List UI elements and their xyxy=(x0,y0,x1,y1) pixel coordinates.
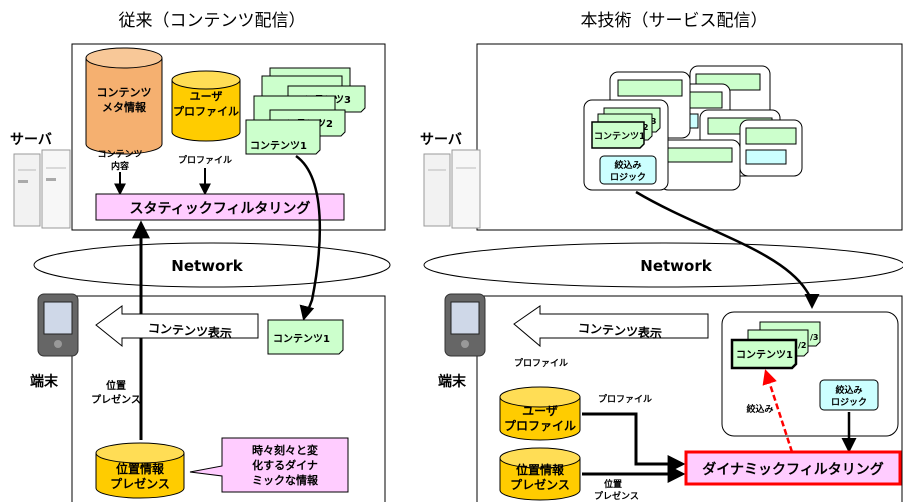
label-profile-top: プロファイル xyxy=(514,357,568,369)
arrow-server-to-terminal xyxy=(295,154,322,321)
svg-text:プロファイル: プロファイル xyxy=(504,418,576,433)
terminal-service-card: /3 /2 コンテンツ1 絞込み ロジック xyxy=(721,311,899,437)
svg-text:コンテンツ1: コンテンツ1 xyxy=(250,140,307,152)
terminal-icon xyxy=(37,293,79,357)
right-title: 本技術（サービス配信） xyxy=(581,11,768,31)
arrow-profile-to-filter xyxy=(582,412,686,473)
right-server-label: サーバ xyxy=(420,132,462,148)
contents-display-arrow: コンテンツ表示 xyxy=(513,305,709,348)
received-content-doc: コンテンツ1 xyxy=(267,319,344,355)
svg-text:プロファイル: プロファイル xyxy=(173,104,239,118)
svg-text:プレゼンス: プレゼンス xyxy=(510,477,570,492)
svg-text:コンテンツ: コンテンツ xyxy=(97,86,152,99)
svg-text:/2: /2 xyxy=(798,341,807,350)
user-profile-db: ユーザ プロファイル xyxy=(499,386,581,441)
location-presence-db: 位置情報 プレゼンス xyxy=(95,442,185,499)
narrow-label: 絞込み xyxy=(746,403,773,415)
svg-text:化するダイナ: 化するダイナ xyxy=(252,458,318,472)
svg-text:ロジック: ロジック xyxy=(831,397,867,408)
svg-text:メタ情報: メタ情報 xyxy=(102,100,147,114)
svg-text:ユーザ: ユーザ xyxy=(522,404,558,418)
left-network-ellipse xyxy=(33,242,391,288)
contents-doc-stack: コンテンツ3 コンテンツ2 コンテンツ1 xyxy=(245,67,366,155)
location-presence-db: 位置情報 プレゼンス xyxy=(499,447,581,501)
left-server-label: サーバ xyxy=(10,132,52,148)
svg-text:プレゼンス: プレゼンス xyxy=(110,476,170,491)
static-filtering-box xyxy=(95,193,345,221)
label-profile: プロファイル xyxy=(598,393,652,405)
contents-meta-db: コンテンツ メタ情報 xyxy=(85,47,163,155)
right-network-ellipse xyxy=(423,242,903,288)
contents-display-arrow: コンテンツ表示 xyxy=(95,305,259,348)
label-location-presence: 位置 xyxy=(106,379,126,392)
svg-text:絞込み: 絞込み xyxy=(614,159,641,171)
svg-text:絞込み: 絞込み xyxy=(835,384,862,396)
right-terminal-label: 端末 xyxy=(438,373,467,390)
svg-text:位置情報: 位置情報 xyxy=(116,461,165,476)
svg-text:コンテンツ表示: コンテンツ表示 xyxy=(578,320,663,341)
svg-text:ユーザ: ユーザ xyxy=(190,90,223,103)
svg-text:内容: 内容 xyxy=(111,160,129,172)
label-profile: プロファイル xyxy=(178,154,232,166)
server-icon xyxy=(13,149,71,229)
svg-text:ダイナミックフィルタリング: ダイナミックフィルタリング xyxy=(702,461,883,478)
terminal-icon xyxy=(444,293,486,357)
label-contents-detail: コンテンツ xyxy=(97,149,142,160)
dynamic-info-callout: 時々刻々と変 化するダイナ ミックな情報 xyxy=(189,437,349,493)
label-location-presence: 位置 xyxy=(604,478,622,490)
svg-text:スタティックフィルタリング: スタティックフィルタリング xyxy=(130,200,311,217)
svg-text:ミックな情報: ミックな情報 xyxy=(252,473,319,487)
svg-text:プレゼンス: プレゼンス xyxy=(594,490,639,502)
svg-text:プレゼンス: プレゼンス xyxy=(91,393,141,406)
arrow-filter-to-content xyxy=(762,369,794,453)
svg-text:コンテンツ1: コンテンツ1 xyxy=(273,333,330,345)
arrow-server-to-terminal xyxy=(635,190,820,309)
svg-text:/3: /3 xyxy=(810,333,819,342)
left-terminal-label: 端末 xyxy=(30,373,59,390)
server-icon xyxy=(423,149,481,229)
svg-text:コンテンツ表示: コンテンツ表示 xyxy=(148,320,233,341)
svg-text:時々刻々と変: 時々刻々と変 xyxy=(252,443,318,457)
svg-text:位置情報: 位置情報 xyxy=(516,462,565,477)
svg-text:コンテンツ1: コンテンツ1 xyxy=(736,349,793,361)
service-card-front: /3 /2 コンテンツ1 絞込み ロジック xyxy=(583,99,669,191)
svg-text:Network: Network xyxy=(171,257,243,275)
svg-text:Network: Network xyxy=(640,257,712,275)
dynamic-filtering-box xyxy=(684,450,902,486)
user-profile-db: ユーザ プロファイル xyxy=(171,70,241,142)
left-title: 従来（コンテンツ配信） xyxy=(119,11,306,31)
svg-text:コンテンツ1: コンテンツ1 xyxy=(594,131,645,142)
svg-text:ロジック: ロジック xyxy=(610,172,646,183)
